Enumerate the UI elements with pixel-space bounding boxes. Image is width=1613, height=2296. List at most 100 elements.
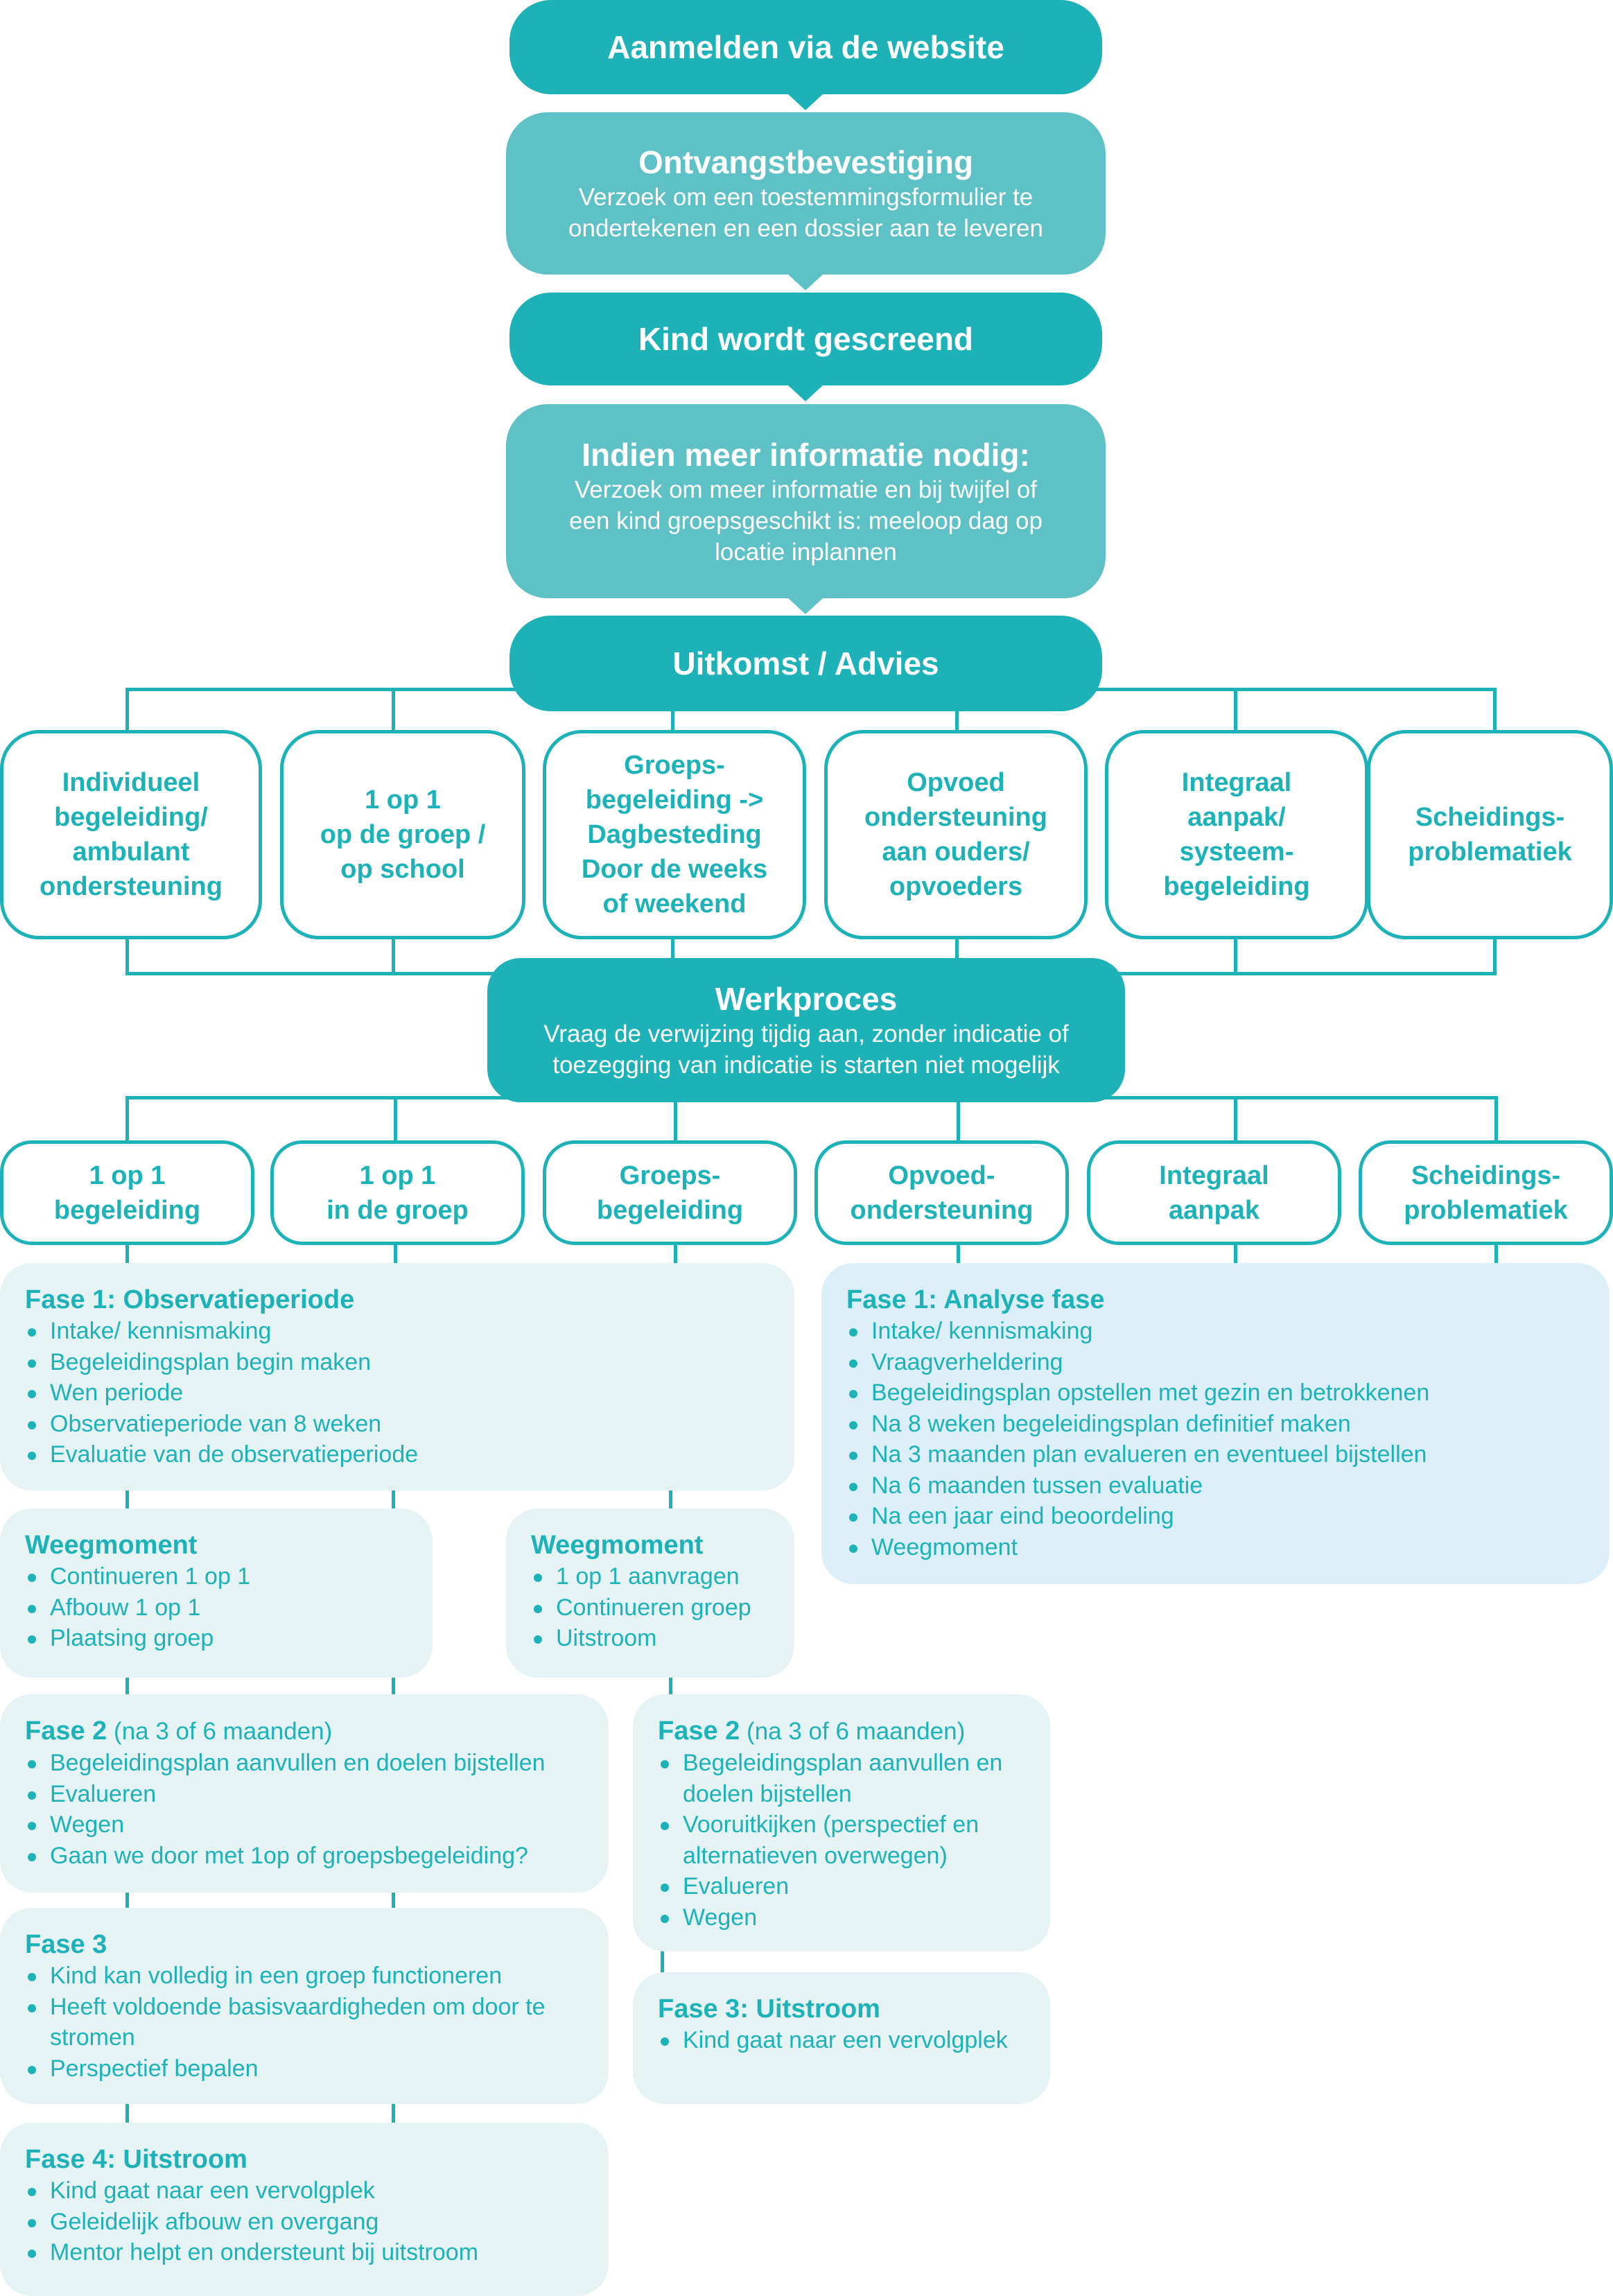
panel-list: Begeleidingsplan aanvullen en doelen bij… — [25, 1748, 584, 1871]
track-1op1-groep: 1 op 1 in de groep — [270, 1140, 525, 1245]
connector-line — [955, 937, 959, 961]
track-integraal: Integraal aanpak — [1087, 1140, 1341, 1245]
option-label: Opvoed ondersteuning aan ouders/ opvoede… — [864, 768, 1047, 901]
connector-line — [125, 1096, 129, 1142]
connector-line — [674, 1243, 677, 1265]
connector-line — [669, 1676, 672, 1696]
list-item: Afbouw 1 op 1 — [25, 1592, 408, 1624]
list-item: Na 8 weken begeleidingsplan definitief m… — [846, 1409, 1585, 1440]
list-item: Begeleidingsplan begin maken — [25, 1347, 769, 1378]
track-label: 1 op 1 in de groep — [326, 1160, 469, 1225]
connector-line — [392, 937, 395, 973]
panel-title: Fase 4: Uitstroom — [25, 2145, 247, 2174]
advies-option-groepsbegeleiding: Groeps- begeleiding -> Dagbesteding Door… — [543, 730, 806, 939]
connector-line — [1494, 1243, 1498, 1265]
connector-line — [661, 1950, 664, 1974]
connector-line — [674, 1099, 677, 1142]
connector-line — [1493, 937, 1497, 973]
advies-option-opvoedondersteuning: Opvoed ondersteuning aan ouders/ opvoede… — [824, 730, 1088, 939]
arrow-down-icon — [787, 274, 823, 290]
arrow-down-icon — [787, 94, 823, 110]
connector-line — [669, 1489, 672, 1510]
panel-note: (na 3 of 6 maanden) — [107, 1718, 333, 1745]
list-item: Kind gaat naar een vervolgplek — [658, 2025, 1025, 2056]
list-item: Begeleidingsplan aanvullen en doelen bij… — [25, 1748, 584, 1779]
panel-fase3-uitstroom: Fase 3: Uitstroom Kind gaat naar een ver… — [633, 1972, 1050, 2104]
connector-line — [1494, 1096, 1498, 1142]
list-item: Evalueren — [658, 1871, 1025, 1902]
step-subtitle: Verzoek om meer informatie en bij twijfe… — [569, 476, 1043, 566]
werkproces-box: Werkproces Vraag de verwijzing tijdig aa… — [487, 958, 1125, 1102]
panel-title: Fase 2 — [25, 1716, 107, 1746]
list-item: Heeft voldoende basisvaardigheden om doo… — [25, 1992, 584, 2053]
list-item: Wegen — [25, 1809, 584, 1841]
step-title: Kind wordt gescreend — [638, 321, 974, 357]
connector-line — [125, 1676, 129, 1696]
track-label: Groeps- begeleiding — [596, 1160, 744, 1225]
connector-line — [671, 707, 674, 731]
connector-line — [392, 1489, 395, 1510]
list-item: Wegen — [658, 1902, 1025, 1933]
list-item: Evaluatie van de observatieperiode — [25, 1439, 769, 1470]
panel-title: Fase 1: Analyse fase — [846, 1285, 1105, 1314]
list-item: Begeleidingsplan aanvullen en doelen bij… — [658, 1748, 1025, 1809]
step-aanmelden: Aanmelden via de website — [509, 0, 1102, 94]
step-title: Ontvangstbevestiging — [638, 144, 974, 180]
option-label: 1 op 1 op de groep / op school — [320, 785, 486, 884]
option-label: Scheidings- problematiek — [1408, 803, 1572, 867]
list-item: 1 op 1 aanvragen — [531, 1561, 769, 1592]
list-item: Intake/ kennismaking — [846, 1316, 1585, 1347]
connector-line — [125, 1489, 129, 1510]
panel-list: Begeleidingsplan aanvullen en doelen bij… — [658, 1748, 1025, 1933]
panel-note: (na 3 of 6 maanden) — [740, 1718, 966, 1745]
arrow-down-icon — [787, 598, 823, 614]
list-item: Mentor helpt en ondersteunt bij uitstroo… — [25, 2237, 584, 2268]
advies-option-1op1-groep: 1 op 1 op de groep / op school — [280, 730, 525, 939]
list-item: Gaan we door met 1op of groepsbegeleidin… — [25, 1841, 584, 1872]
connector-line — [671, 937, 674, 961]
list-item: Evalueren — [25, 1779, 584, 1810]
track-groepsbegeleiding: Groeps- begeleiding — [543, 1140, 797, 1245]
panel-title: Fase 3 — [25, 1930, 107, 1959]
step-title: Aanmelden via de website — [607, 29, 1004, 65]
connector-line — [392, 1676, 395, 1696]
werkproces-title: Werkproces — [715, 981, 898, 1017]
connector-line — [957, 1099, 960, 1142]
connector-line — [392, 688, 395, 731]
list-item: Observatieperiode van 8 weken — [25, 1409, 769, 1440]
connector-line — [394, 1243, 397, 1265]
werkproces-subtitle: Vraag de verwijzing tijdig aan, zonder i… — [543, 1020, 1069, 1079]
track-opvoedondersteuning: Opvoed- ondersteuning — [814, 1140, 1069, 1245]
list-item: Wen periode — [25, 1377, 769, 1409]
list-item: Weegmoment — [846, 1532, 1585, 1563]
panel-fase2-left: Fase 2 (na 3 of 6 maanden) Begeleidingsp… — [0, 1694, 609, 1893]
connector-line — [392, 2103, 395, 2124]
advies-option-scheiding: Scheidings- problematiek — [1367, 730, 1613, 939]
track-label: Opvoed- ondersteuning — [850, 1160, 1034, 1225]
arrow-down-icon — [787, 385, 823, 401]
list-item: Kind gaat naar een vervolgplek — [25, 2175, 584, 2207]
panel-title: Weegmoment — [25, 1531, 198, 1560]
list-item: Kind kan volledig in een groep functione… — [25, 1960, 584, 1992]
step-subtitle: Verzoek om een toestemmingsformulier te … — [568, 184, 1043, 242]
panel-fase1-observatieperiode: Fase 1: Observatieperiode Intake/ kennis… — [0, 1263, 794, 1490]
connector-line — [125, 937, 129, 973]
track-label: 1 op 1 begeleiding — [53, 1160, 201, 1225]
panel-title: Fase 3: Uitstroom — [658, 1994, 880, 2024]
connector-line — [125, 1243, 129, 1265]
option-label: Groeps- begeleiding -> Dagbesteding Door… — [581, 751, 768, 919]
list-item: Begeleidingsplan opstellen met gezin en … — [846, 1377, 1585, 1409]
list-item: Perspectief bepalen — [25, 2053, 584, 2085]
advies-option-integraal: Integraal aanpak/ systeem- begeleiding — [1105, 730, 1368, 939]
track-label: Scheidings- problematiek — [1404, 1160, 1568, 1225]
track-1op1-begeleiding: 1 op 1 begeleiding — [0, 1140, 254, 1245]
advies-option-individueel: Individueel begeleiding/ ambulant onders… — [0, 730, 262, 939]
list-item: Geleidelijk afbouw en overgang — [25, 2207, 584, 2238]
step-screening: Kind wordt gescreend — [509, 293, 1102, 385]
connector-line — [1234, 688, 1237, 731]
track-label: Integraal aanpak — [1159, 1160, 1269, 1225]
